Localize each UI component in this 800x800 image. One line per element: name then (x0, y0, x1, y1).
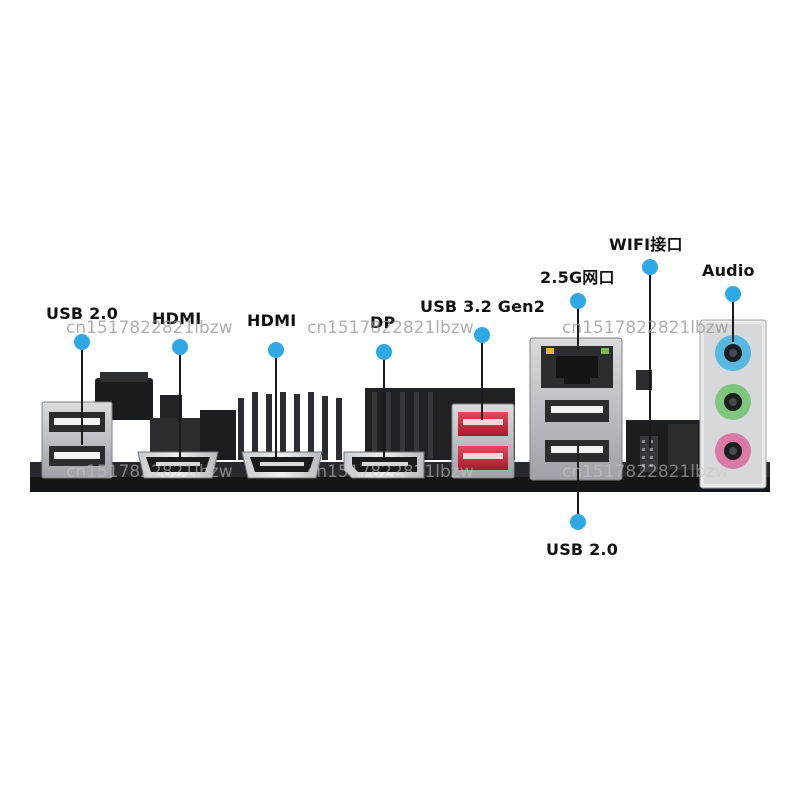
hdmi-port-2 (241, 451, 323, 479)
watermark-6: cn1517822821lbzw (562, 462, 729, 482)
label-wifi: WIFI接口 (609, 235, 683, 254)
label-hdmi-2: HDMI (247, 311, 297, 330)
label-usb20-bottom: USB 2.0 (546, 540, 619, 559)
hdmi-port-1 (137, 451, 219, 479)
label-audio: Audio (702, 261, 755, 280)
usb32-port (451, 403, 515, 479)
callout-dot-hdmi-1 (172, 339, 188, 355)
lan-usb-stack (529, 337, 623, 481)
callout-lines (81, 268, 734, 522)
wifi-connector (626, 370, 702, 476)
callout-dot-usb32 (474, 327, 490, 343)
watermark-4: cn1517822821lbzw (66, 462, 233, 482)
label-dp: DP (370, 313, 396, 332)
callout-dot-wifi (642, 259, 658, 275)
label-usb32: USB 3.2 Gen2 (420, 297, 546, 316)
callout-dot-lan (570, 293, 586, 309)
callout-dot-audio (725, 286, 741, 302)
callout-dot-hdmi-2 (268, 342, 284, 358)
heatsink-fins-right (372, 392, 433, 458)
callout-dot-usb20-bottom (570, 514, 586, 530)
watermark-3: cn1517822821lbzw (562, 318, 729, 338)
watermark-5: cn1517822821lbzw (307, 462, 474, 482)
audio-jacks (699, 319, 767, 489)
callout-dot-usb20-left (74, 334, 90, 350)
label-hdmi-1: HDMI (152, 309, 202, 328)
callout-dots (74, 259, 741, 530)
label-lan: 2.5G网口 (540, 268, 615, 287)
dp-port (343, 451, 425, 479)
chip-small (160, 395, 182, 423)
usb20-left-port (41, 401, 113, 479)
callout-dot-dp (376, 344, 392, 360)
watermark-1: cn1517822821lbzw (66, 318, 233, 338)
label-usb20-left: USB 2.0 (46, 304, 119, 323)
heatsink-fins-left (238, 392, 342, 460)
inductor-cap (100, 372, 148, 382)
watermark-2: cn1517822821lbzw (307, 318, 474, 338)
